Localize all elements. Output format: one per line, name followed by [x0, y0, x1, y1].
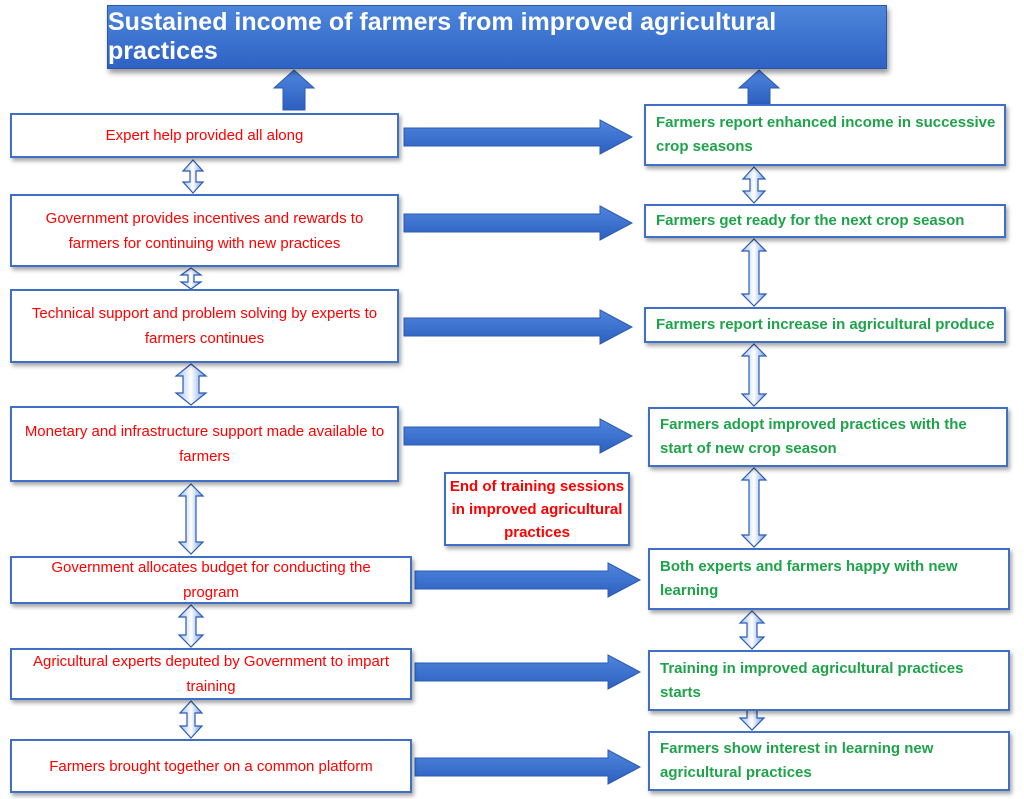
left-step-text: Farmers brought together on a common pla… [49, 757, 373, 775]
right-step-text: Farmers report enhanced income in succes… [656, 114, 996, 155]
right-step-text: Training in improved agricultural practi… [660, 659, 964, 701]
right-step-text: Farmers report increase in agricultural … [656, 316, 995, 333]
double-arrow-11 [738, 610, 766, 650]
right-step-6: Training in improved agricultural practi… [648, 650, 1010, 711]
right-step-7: Farmers show interest in learning new ag… [648, 731, 1010, 791]
right-arrow-2 [403, 205, 634, 241]
right-step-text: Farmers show interest in learning new ag… [660, 740, 934, 781]
vertical-arrows [174, 159, 768, 739]
left-step-text: Government allocates budget for conducti… [51, 559, 371, 601]
right-step-3: Farmers report increase in agricultural … [644, 307, 1006, 343]
note-text: End of training sessions in improved agr… [449, 477, 625, 541]
left-step-7: Farmers brought together on a common pla… [10, 739, 412, 793]
right-step-text: Farmers get ready for the next crop seas… [656, 212, 965, 229]
double-arrow-10 [740, 467, 768, 548]
right-arrow-7 [414, 749, 642, 785]
double-arrow-1 [181, 159, 205, 194]
double-arrow-4 [177, 483, 205, 555]
left-step-text: Technical support and problem solving by… [31, 305, 378, 347]
right-arrow-5 [414, 562, 642, 598]
left-step-text: Expert help provided all along [105, 127, 304, 144]
up-arrow-1 [272, 69, 316, 111]
right-step-1: Farmers report enhanced income in succes… [644, 104, 1006, 166]
double-arrow-7 [741, 166, 767, 204]
double-arrow-8 [740, 238, 768, 307]
left-step-5: Government allocates budget for conducti… [10, 556, 412, 604]
end-of-training-note: End of training sessions in improved agr… [444, 472, 630, 546]
double-arrow-5 [177, 604, 205, 648]
left-step-2: Government provides incentives and rewar… [10, 194, 399, 267]
left-step-3: Technical support and problem solving by… [10, 289, 399, 363]
right-arrow-1 [403, 119, 634, 155]
left-step-1: Expert help provided all along [10, 113, 399, 158]
double-arrow-6 [178, 700, 204, 739]
left-step-text: Agricultural experts deputed by Governme… [32, 653, 389, 695]
diagram-title: Sustained income of farmers from improve… [107, 5, 887, 69]
left-step-4: Monetary and infrastructure support made… [10, 406, 399, 482]
right-step-text: Farmers adopt improved practices with th… [660, 416, 967, 457]
right-arrow-4 [403, 418, 634, 454]
left-step-6: Agricultural experts deputed by Governme… [10, 648, 412, 700]
double-arrow-3 [174, 363, 208, 406]
double-arrow-9 [740, 343, 768, 407]
right-step-2: Farmers get ready for the next crop seas… [644, 204, 1006, 238]
title-text: Sustained income of farmers from improve… [108, 8, 777, 65]
left-step-text: Government provides incentives and rewar… [45, 209, 364, 252]
right-step-4: Farmers adopt improved practices with th… [648, 407, 1008, 467]
right-step-5: Both experts and farmers happy with new … [648, 548, 1010, 610]
right-arrow-3 [403, 309, 634, 345]
double-arrow-2 [179, 267, 203, 290]
left-step-text: Monetary and infrastructure support made… [24, 423, 385, 465]
right-arrow-6 [414, 654, 642, 690]
right-step-text: Both experts and farmers happy with new … [660, 558, 958, 599]
up-arrow-2 [737, 69, 781, 105]
horizontal-arrows [403, 119, 642, 785]
